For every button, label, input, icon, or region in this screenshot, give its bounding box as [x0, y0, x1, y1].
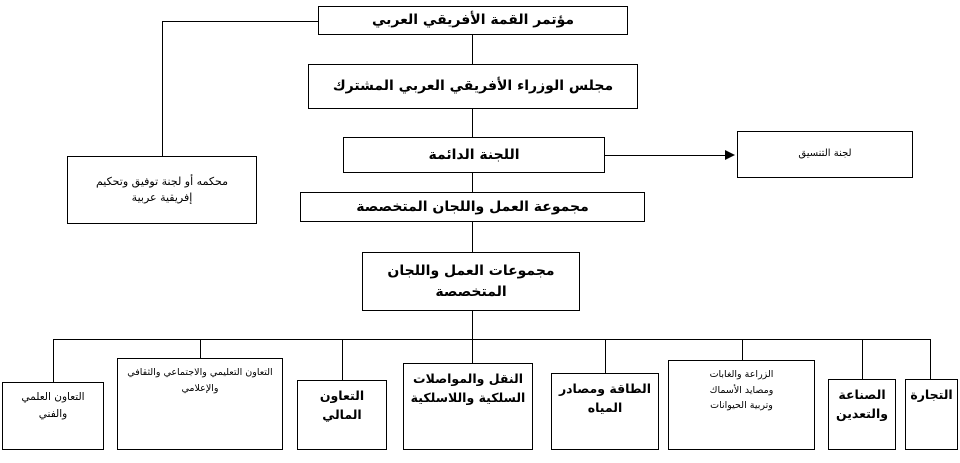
connector-leaf-bus [53, 339, 931, 340]
node-coordination-committee[interactable]: لجنة التنسيق [737, 131, 913, 178]
node-working-group-committees-label: مجموعة العمل واللجان المتخصصة [356, 198, 589, 215]
node-leaf-scientific-technical[interactable]: التعاون العلمي والفني [2, 382, 104, 450]
node-ministers-council[interactable]: مجلس الوزراء الأفريقي العربي المشترك [308, 64, 638, 109]
connector-bus-drop-3 [342, 339, 343, 380]
node-leaf-trade-label: التجارة [910, 387, 953, 402]
connector-workgroup-to-groups [472, 222, 473, 252]
node-permanent-committee[interactable]: اللجنة الدائمة [343, 137, 605, 173]
node-arbitration-label: محكمه أو لجنة توفيق وتحكيم إفريقية عربية [95, 175, 229, 204]
connector-bus-drop-6 [742, 339, 743, 360]
connector-bus-drop-7 [862, 339, 863, 379]
node-working-groups[interactable]: مجموعات العمل واللجان المتخصصة [362, 252, 580, 311]
node-leaf-transport-communications-label: النقل والمواصلات السلكية واللاسلكية [410, 371, 526, 405]
node-permanent-committee-label: اللجنة الدائمة [428, 146, 520, 163]
connector-summit-to-council [472, 34, 473, 64]
node-leaf-transport-communications[interactable]: النقل والمواصلات السلكية واللاسلكية [403, 363, 533, 450]
node-arbitration[interactable]: محكمه أو لجنة توفيق وتحكيم إفريقية عربية [67, 156, 257, 224]
node-summit-label: مؤتمر القمة الأفريقي العربي [371, 12, 575, 29]
connector-bus-drop-4 [472, 339, 473, 363]
node-leaf-scientific-technical-label: التعاون العلمي والفني [21, 391, 85, 420]
node-leaf-industry-mining[interactable]: الصناعة والتعدين [828, 379, 896, 450]
node-leaf-energy-water[interactable]: الطاقة ومصادر المياه [551, 373, 659, 450]
node-leaf-industry-mining-label: الصناعة والتعدين [835, 387, 889, 421]
node-leaf-education-social-cultural-media-label: التعاون التعليمي والاجتماعي والثقافي وال… [127, 367, 273, 394]
connector-bus-drop-2 [200, 339, 201, 358]
connector-council-to-permanent [472, 108, 473, 137]
connector-arbitration-riser [162, 21, 163, 156]
node-leaf-financial-cooperation-label: التعاون المالي [319, 388, 365, 422]
connector-permanent-to-coordination [605, 155, 725, 156]
connector-arbitration-to-summit [162, 21, 319, 22]
node-leaf-agriculture-fisheries-livestock[interactable]: الزراعة والغابات ومصايد الأسماك وتربية ا… [668, 360, 815, 450]
node-working-groups-label: مجموعات العمل واللجان المتخصصة [387, 263, 555, 300]
node-working-group-committees[interactable]: مجموعة العمل واللجان المتخصصة [300, 192, 645, 222]
connector-permanent-to-workgroup [472, 172, 473, 192]
connector-groups-to-bus [472, 311, 473, 339]
node-coordination-committee-label: لجنة التنسيق [798, 148, 852, 160]
node-leaf-energy-water-label: الطاقة ومصادر المياه [558, 381, 652, 415]
node-leaf-trade[interactable]: التجارة [905, 379, 958, 450]
connector-bus-drop-8 [930, 339, 931, 379]
connector-bus-drop-5 [605, 339, 606, 373]
node-leaf-financial-cooperation[interactable]: التعاون المالي [297, 380, 387, 450]
node-summit[interactable]: مؤتمر القمة الأفريقي العربي [318, 6, 628, 35]
arrowhead-coordination [725, 150, 735, 160]
node-leaf-agriculture-fisheries-livestock-label: الزراعة والغابات ومصايد الأسماك وتربية ا… [709, 369, 774, 412]
node-leaf-education-social-cultural-media[interactable]: التعاون التعليمي والاجتماعي والثقافي وال… [117, 358, 283, 450]
node-ministers-council-label: مجلس الوزراء الأفريقي العربي المشترك [332, 78, 614, 95]
connector-bus-drop-1 [53, 339, 54, 382]
